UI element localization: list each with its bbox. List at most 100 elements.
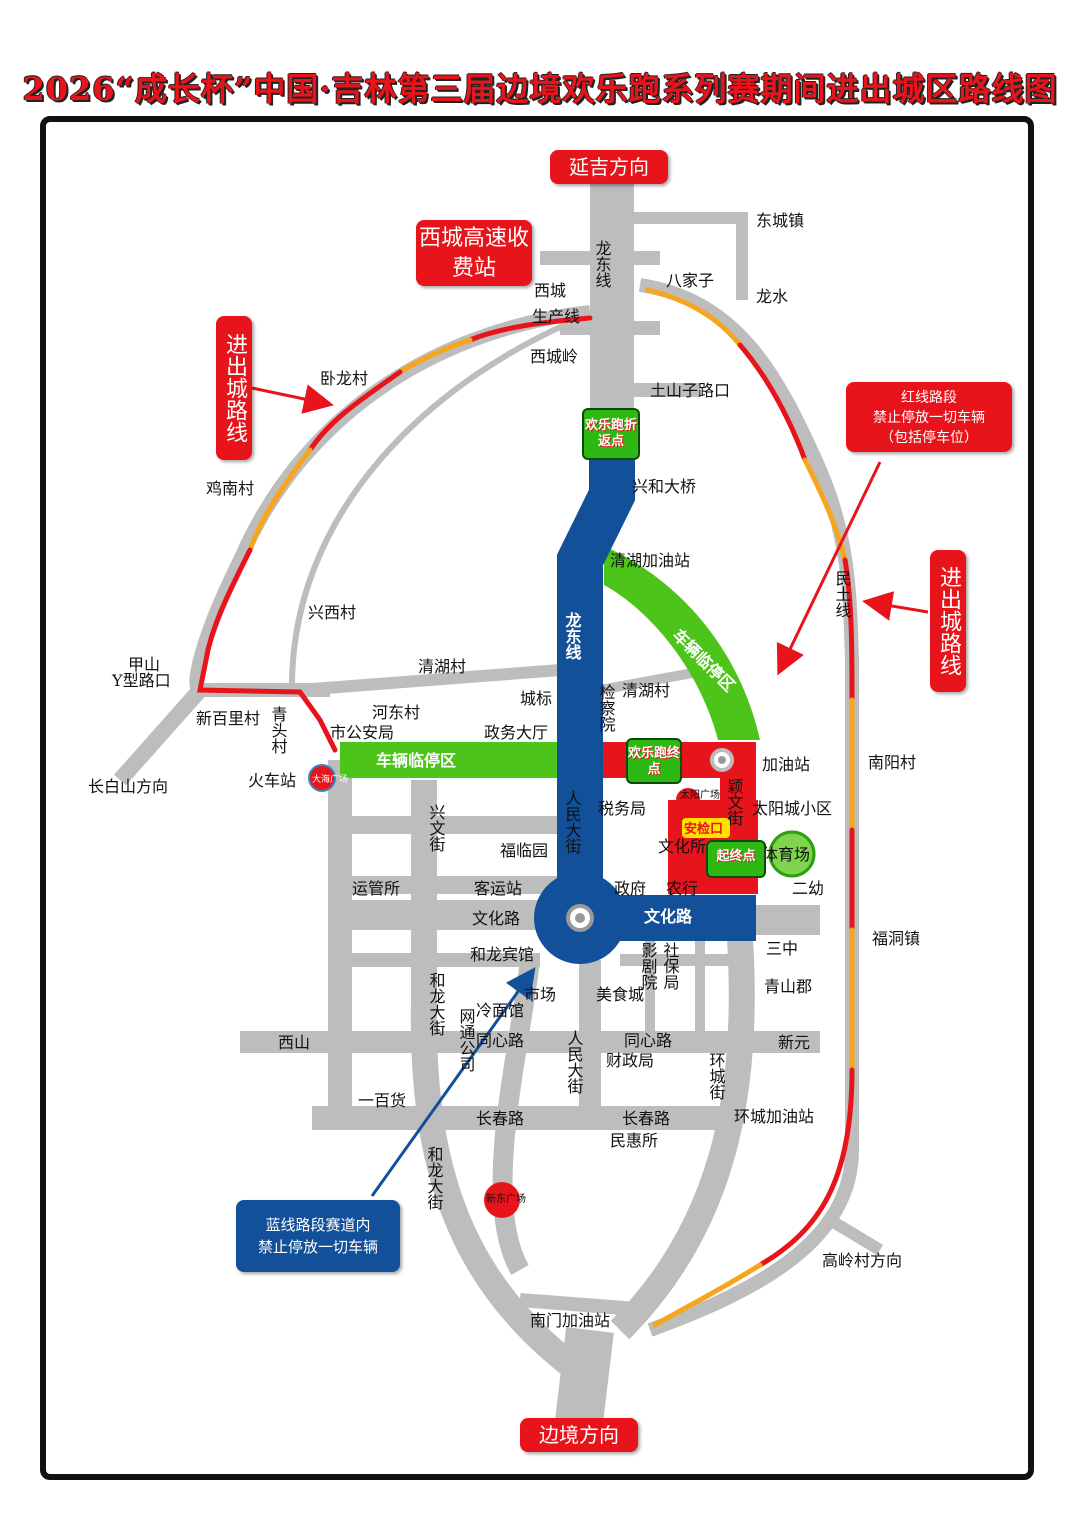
map-frame [40,116,1034,1480]
label-qingshanjun: 青山郡 [764,977,812,996]
label-xishan: 西山 [278,1033,310,1052]
label-xinghe: 兴和大桥 [632,477,696,496]
place-labels: 东城镇 八家子 龙水 西城 生产线 西城岭 土山子路口 兴和大桥 清湖加油站 卧… [88,211,920,1330]
course-longdong [557,440,635,900]
seg-w4 [247,447,313,553]
route-west-segments [196,315,593,753]
fun-run-finish-marker: 欢乐跑终点 [626,738,682,784]
seg-e1 [645,287,743,348]
label-yingwen: 颖文街 [725,778,744,826]
vertical-labels: 龙东线 龙东线 民土线 青头村 检察院 人民大街 兴文街 颖文街 和龙大街 人民… [269,240,852,1210]
seg-w1 [467,315,593,343]
label-tax: 税务局 [598,799,646,818]
label-tongxin-west: 同心路 [476,1031,524,1050]
label-noodle: 冷面馆 [476,1001,524,1020]
label-yibaihuo: 一百货 [358,1091,406,1110]
arrow-to-minshi [862,591,929,621]
label-huancheng: 环城街 [707,1052,726,1100]
label-nanyang: 南阳村 [868,753,916,772]
label-changchun-west: 长春路 [476,1109,524,1128]
label-wenhua-suo: 文化所 [658,837,706,856]
label-changbaishan: 长白山方向 [88,777,168,796]
landmarks [308,748,816,1218]
label-helong-hotel: 和龙宾馆 [470,945,534,964]
label-government-hall: 政务大厅 [484,723,548,742]
label-y-crossing: Y型路口 [111,671,171,690]
label-sanzhong: 三中 [766,939,798,958]
parking-zones [340,546,760,778]
label-renmin-south: 人民大街 [565,1030,584,1094]
dahai-square-marker [308,764,336,792]
route-right-callout: 进出城路线 [930,550,966,692]
label-security: 安检口 [684,821,723,837]
label-xicheng: 西城 [534,281,566,300]
seg-e2 [737,342,808,463]
label-helong-south: 和龙大街 [425,1146,444,1210]
road-south-exit [554,1327,614,1433]
start-finish-marker: 起终点 [706,840,766,878]
seg-e3 [802,457,848,563]
label-gaoling: 高岭村方向 [822,1251,902,1270]
label-jinan: 鸡南村 [206,479,254,498]
label-xichengling: 西城岭 [530,347,578,366]
label-helong-north: 和龙大街 [427,972,446,1036]
label-yunguan: 运管所 [352,879,400,898]
label-fudong: 福洞镇 [872,929,920,948]
road-dongcheng [632,212,748,300]
label-xinyuan: 新元 [778,1033,810,1052]
label-taiyang-square: 太阳广场 [680,788,720,801]
route-east-segments [645,287,855,1328]
road-gaoling [826,1214,884,1256]
road-changbaishan [114,684,206,786]
label-jiancha: 检察院 [597,684,616,733]
label-caizheng: 财政局 [606,1051,654,1070]
seg-w5 [205,547,253,653]
label-hedong: 河东村 [372,703,420,722]
taiyang-square-marker [676,788,700,812]
label-parking-west: 车辆临停区 [376,751,456,770]
label-xinbai: 新百里村 [196,709,260,728]
road-qinghu-row [299,664,561,696]
label-fulin: 福临园 [500,841,548,860]
label-gas: 加油站 [762,755,810,774]
label-wenhua-east: 文化路 [644,907,693,926]
label-yingjuyuan: 影剧院 [639,942,658,991]
seg-e4 [842,557,855,703]
stadium-marker [768,830,816,878]
label-longdong-north: 龙东线 [593,240,612,288]
label-tushanzi: 土山子路口 [650,381,730,400]
label-wenhua-west: 文化路 [472,909,520,928]
seg-w3 [307,369,403,453]
label-dongcheng: 东城镇 [756,211,804,230]
arrow-to-wolong [251,384,334,414]
seg-w2 [397,337,473,375]
label-public-security: 市公安局 [330,723,394,742]
road-helong [410,999,598,1391]
label-minshi: 民土线 [833,570,852,618]
label-xingxi: 兴西村 [308,603,356,622]
label-qinghu-village: 清湖村 [418,657,466,676]
label-wolong: 卧龙村 [320,369,368,388]
road-huancheng [610,939,755,1340]
map-title: 2026“成长杯”中国·吉林第三届边境欢乐跑系列赛期间进出城区路线图 [22,70,1058,108]
arrow-red-rule [776,461,882,676]
security-badge [682,818,730,838]
label-chengbiao: 城标 [520,689,552,708]
label-bajiazi: 八家子 [666,271,714,290]
label-qingtou: 青头村 [269,706,288,754]
label-changchun-east: 长春路 [622,1109,670,1128]
red-rule-callout: 红线路段 禁止停放一切车辆 （包括停车位） [846,382,1012,452]
seg-e9 [652,1262,763,1328]
label-zhengfu: 政府 [614,879,646,898]
label-wangtong: 网通公司 [457,1008,476,1072]
label-nonghang: 农行 [666,879,698,898]
label-xindong-square: 新东广场 [486,1192,526,1205]
callout-arrows [251,384,929,1197]
roundabout-center-dot [575,913,585,923]
label-nanmen-gas: 南门加油站 [530,1311,610,1330]
label-minhui: 民惠所 [610,1131,658,1150]
label-dahai-square: 大海广场 [312,773,348,785]
label-market: 市场 [524,985,556,1004]
arrow-blue-rule [370,967,536,1197]
label-meishi: 美食城 [596,985,644,1004]
